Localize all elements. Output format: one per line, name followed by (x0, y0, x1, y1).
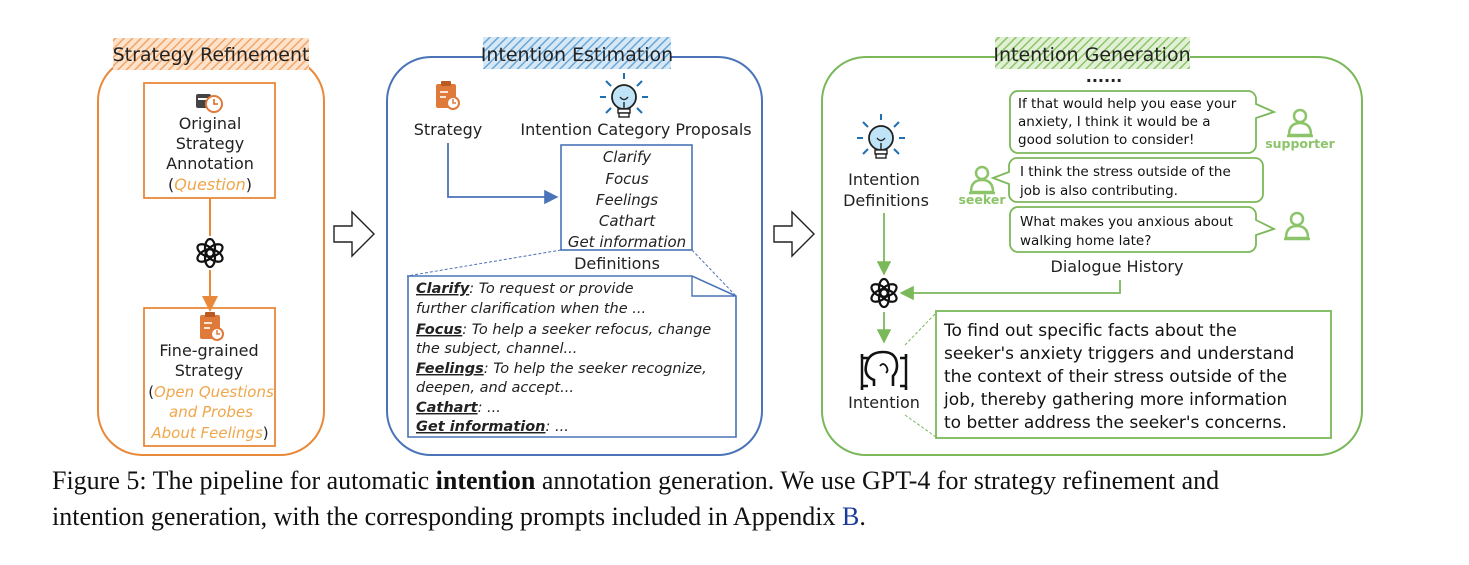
definition-line: Cathart: ... (416, 400, 501, 416)
definition-line: Feelings: To help the seeker recognize, (416, 361, 707, 377)
strategy-refinement-title: Strategy Refinement (113, 44, 310, 66)
strategy-label: Strategy (414, 120, 483, 139)
fine-example-line1: (Open Questions (148, 383, 274, 401)
bubble-text: I think the stress outside of the (1020, 164, 1231, 180)
category-item: Cathart (599, 212, 656, 230)
dialogue-history-label: Dialogue History (1051, 257, 1184, 276)
fine-line2: Strategy (175, 361, 244, 380)
bubble-text: job is also contributing. (1019, 183, 1178, 199)
intention-definitions-line1: Intention (848, 170, 920, 189)
openai-logo-icon (868, 277, 900, 309)
dialogue-ellipsis: ...... (1086, 67, 1122, 86)
caption-prefix: Figure 5: The pipeline for automatic (52, 466, 436, 495)
intention-output-line: seeker's anxiety triggers and understand (944, 344, 1294, 364)
definition-line: Focus: To help a seeker refocus, change (416, 322, 711, 338)
hollow-arrow-icon (333, 210, 375, 258)
strategy-clipboard-icon (196, 94, 223, 113)
original-line3: Annotation (166, 154, 254, 173)
category-item: Focus (605, 170, 649, 188)
supporter-bubble (1009, 90, 1277, 154)
original-example: (Question) (168, 175, 252, 194)
category-list-box (560, 144, 693, 251)
strategy-arrow (447, 143, 559, 205)
intention-generation-title: Intention Generation (993, 44, 1190, 66)
intention-estimation-title: Intention Estimation (481, 44, 673, 66)
definitions-card (407, 275, 737, 438)
zoom-line-left (406, 249, 562, 277)
head-silhouette-icon (860, 350, 908, 390)
bubble-text: walking home late? (1020, 233, 1151, 249)
supporter-question-bubble (1009, 206, 1277, 253)
seeker-bubble (990, 157, 1264, 203)
definition-line: Get information: ... (416, 419, 569, 435)
bubble-text: anxiety, I think it would be a (1018, 114, 1211, 130)
seeker-label: seeker (958, 192, 1006, 207)
lightbulb-icon (599, 72, 649, 118)
intention-label: Intention (848, 393, 920, 412)
intention-estimation-title-bg (483, 37, 671, 69)
hollow-arrow-icon (773, 210, 815, 258)
person-icon (967, 165, 997, 195)
caption-bold-word: intention (435, 466, 536, 495)
bubble-text: What makes you anxious about (1020, 214, 1233, 230)
strategy-refinement-title-bg (113, 38, 309, 70)
definitions-label: Definitions (574, 254, 660, 273)
intention-output-box (935, 310, 1332, 439)
fine-example-line2: and Probes (169, 403, 253, 421)
output-zoom-line-bottom (904, 414, 937, 438)
definition-line: further clarification when the ... (416, 301, 646, 317)
person-icon (1282, 211, 1312, 241)
category-item: Feelings (596, 191, 658, 209)
strategy-clipboard-icon (435, 80, 460, 110)
original-line2: Strategy (176, 134, 245, 153)
original-line1: Original (179, 114, 242, 133)
output-zoom-line-top (904, 312, 937, 346)
bubble-text: good solution to consider! (1018, 132, 1194, 148)
intention-output-line: to better address the seeker's concerns. (944, 413, 1287, 433)
figure-caption: Figure 5: The pipeline for automatic int… (52, 463, 1452, 535)
definition-line: Clarify: To request or provide (416, 281, 634, 297)
pipeline-diagram: Strategy Refinement Original Strategy An… (97, 37, 1363, 456)
history-arrow (899, 280, 1121, 301)
intention-definitions-line2: Definitions (843, 191, 929, 210)
openai-logo-icon (194, 237, 226, 269)
lightbulb-icon (856, 113, 906, 159)
person-icon (1285, 108, 1315, 138)
bubble-text: If that would help you ease your (1018, 96, 1237, 112)
zoom-line-right (691, 249, 737, 297)
fine-line1: Fine-grained (159, 341, 258, 360)
definitions-card-fold (691, 276, 736, 297)
caption-line2: intention generation, with the correspon… (52, 502, 842, 531)
fine-example-line3: About Feelings) (150, 424, 268, 442)
proposals-label: Intention Category Proposals (520, 120, 751, 139)
strategy-clipboard-icon (199, 311, 224, 341)
supporter-label: supporter (1265, 136, 1335, 151)
category-item: Get information (568, 233, 686, 251)
fine-grained-strategy-box (143, 307, 276, 447)
intention-output-line: job, thereby gathering more information (943, 390, 1287, 410)
intention-output-line: the context of their stress outside of t… (944, 367, 1287, 387)
definition-line: the subject, channel... (416, 341, 577, 357)
caption-line1-rest: annotation generation. We use GPT-4 for … (535, 466, 1220, 495)
definition-line: deepen, and accept... (416, 380, 574, 396)
intention-generation-title-bg (995, 37, 1190, 69)
category-item: Clarify (603, 148, 652, 166)
appendix-link[interactable]: B (841, 502, 860, 531)
caption-end: . (859, 502, 866, 531)
intention-output-line: To find out specific facts about the (943, 321, 1237, 341)
